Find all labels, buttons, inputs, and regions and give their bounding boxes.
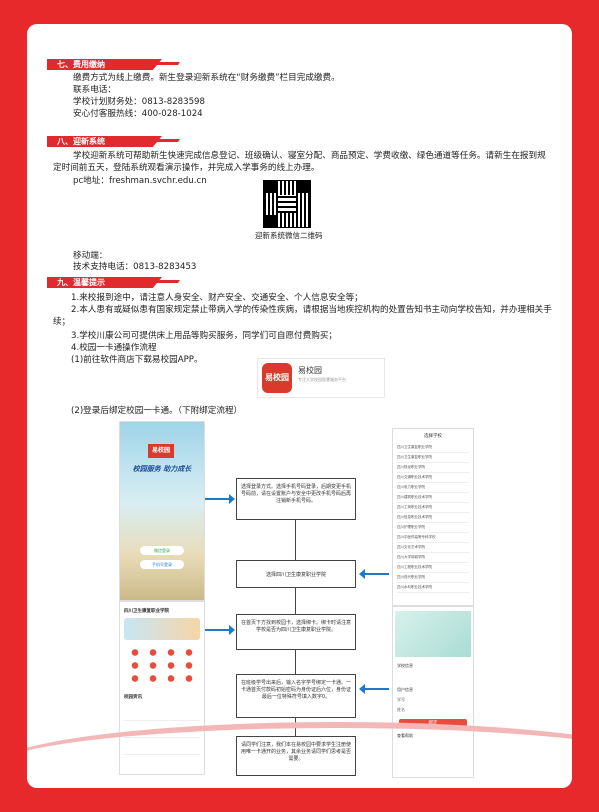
phone-news-title: 校园资讯 [124,695,142,700]
school-list-item[interactable]: 四川信息职业技术学院 [397,513,469,523]
tip-4-step-1: (1)前往软件商店下载易校园APP。 [71,355,203,365]
phone-logo: 易校园 [148,444,174,458]
sec7-line-4: 安心付客服热线：400-028-1024 [73,109,203,119]
qr-code [263,180,311,228]
flow-connector [295,588,296,614]
arrow-left-icon [359,569,389,579]
flow-connector [295,650,296,674]
school-list-item[interactable]: 四川交通职业技术学院 [397,473,469,483]
header-decoration [154,62,180,65]
page-sheet: 七、费用缴纳 缴费方式为线上缴费。新生登录迎新系统在“财务缴费”栏目完成缴费。 … [27,24,572,788]
phone-slogan: 校园服务 助力成长 [132,465,192,473]
section-9-header: 九、温馨提示 [47,277,162,288]
school-list-item[interactable]: 四川财经职业学院 [397,463,469,473]
user-info-label: 用户信息 [397,687,413,692]
arrow-right-icon [205,625,235,635]
yixiaoyuan-app-logo: 易校园 易校园 专注大学校园智慧服务平台 [257,358,385,398]
decorative-swirl [27,722,572,788]
flow-step-1: 选择登录方式。选择手机号码登录，后期变更手机号码前，请在设置账户与安全中更改手机… [236,478,356,520]
phone-icon-grid [126,646,198,686]
flow-step-4: 在班级学号出来后，输入名字学号绑定一卡通。一卡通首页付款码初始密码为身份证后六位… [236,674,356,718]
tip-4: 4.校园一卡通操作流程 [71,343,157,353]
pc-address: pc地址：freshman.svchr.edu.cn [73,176,207,186]
name-field[interactable]: 姓名 [397,707,405,712]
qr-caption: 迎新系统微信二维码 [255,231,323,240]
sec7-line-1: 缴费方式为线上缴费。新生登录迎新系统在“财务缴费”栏目完成缴费。 [73,73,340,83]
flow-step-3: 在首页下方找到校园卡，选择绑卡。绑卡时请注意学校是否为四川卫生康复职业学院。 [236,614,356,650]
phone-login-screenshot: 易校园 校园服务 助力成长 微信登录 手机号登录 [119,421,205,601]
phone-school-name: 四川卫生康复职业学院 [124,609,169,614]
school-list-item[interactable]: 四川工商职业技术学院 [397,503,469,513]
tip-2: 2.本人患有或疑似患有国家规定禁止带病入学的传染性疾病，请根据当地疾控机构的处置… [53,305,552,327]
sec7-line-3: 学校计划财务处：0813-8283598 [73,97,205,107]
wechat-login-button[interactable]: 微信登录 [140,546,184,555]
school-list-item[interactable]: 四川文化艺术学院 [397,543,469,553]
school-list-item[interactable]: 四川中医药高等专科学校 [397,533,469,543]
section-7-header: 七、费用缴纳 [47,59,162,70]
school-list-item[interactable]: 四川卫生康复职业学院 [397,453,469,463]
card-banner [395,611,471,657]
header-decoration [154,280,180,283]
student-id-field[interactable]: 学号 [397,697,405,702]
school-list-item[interactable]: 四川现代职业学院 [397,573,469,583]
sec7-line-2: 联系电话： [73,85,116,95]
school-list-item[interactable]: 四川护理职业学院 [397,523,469,533]
phone-banner [124,618,200,640]
school-list-item[interactable]: 四川水利职业技术学院 [397,583,469,593]
app-name: 易校园 [298,366,322,375]
school-list-item[interactable]: 四川大学锦城学院 [397,553,469,563]
school-list-item[interactable]: 四川电力职业学院 [397,483,469,493]
app-icon: 易校园 [262,363,292,393]
arrow-left-icon [359,684,389,694]
school-list-item[interactable]: 四川工程职业技术学院 [397,563,469,573]
mobile-label: 移动端： [73,251,108,261]
phone-login-button[interactable]: 手机号登录 [140,560,184,569]
flow-connector [295,520,296,560]
phone-select-school-screenshot: 选择学校 四川卫生康复职业学院四川卫生康复职业学院四川财经职业学院四川交通职业技… [392,428,474,606]
school-info-label: 学校信息 [397,663,413,668]
flow-step-2: 选择四川卫生康复职业学院 [236,560,356,588]
school-list-item[interactable]: 四川卫生康复职业学院 [397,443,469,453]
app-tagline: 专注大学校园智慧服务平台 [298,377,346,382]
header-decoration [154,139,180,142]
arrow-right-icon [205,494,235,504]
select-school-title: 选择学校 [424,434,442,439]
school-list: 四川卫生康复职业学院四川卫生康复职业学院四川财经职业学院四川交通职业技术学院四川… [397,443,469,593]
tip-1: 1.来校报到途中，请注意人身安全、财产安全、交通安全、个人信息安全等； [71,293,363,303]
section-8-header: 八、迎新系统 [47,136,162,147]
sec8-paragraph: 学校迎新系统可帮助新生快速完成信息登记、班级确认、寝室分配、商品预定、学费收缴、… [53,151,546,173]
school-list-item[interactable]: 四川建筑职业技术学院 [397,493,469,503]
support-phone: 技术支持电话：0813-8283453 [73,262,197,272]
tip-3: 3.学校川康公司可提供床上用品等购买服务，同学们可自愿付费购买； [71,331,338,341]
tip-4-step-2: (2)登录后绑定校园一卡通。（下附绑定流程） [71,406,243,416]
